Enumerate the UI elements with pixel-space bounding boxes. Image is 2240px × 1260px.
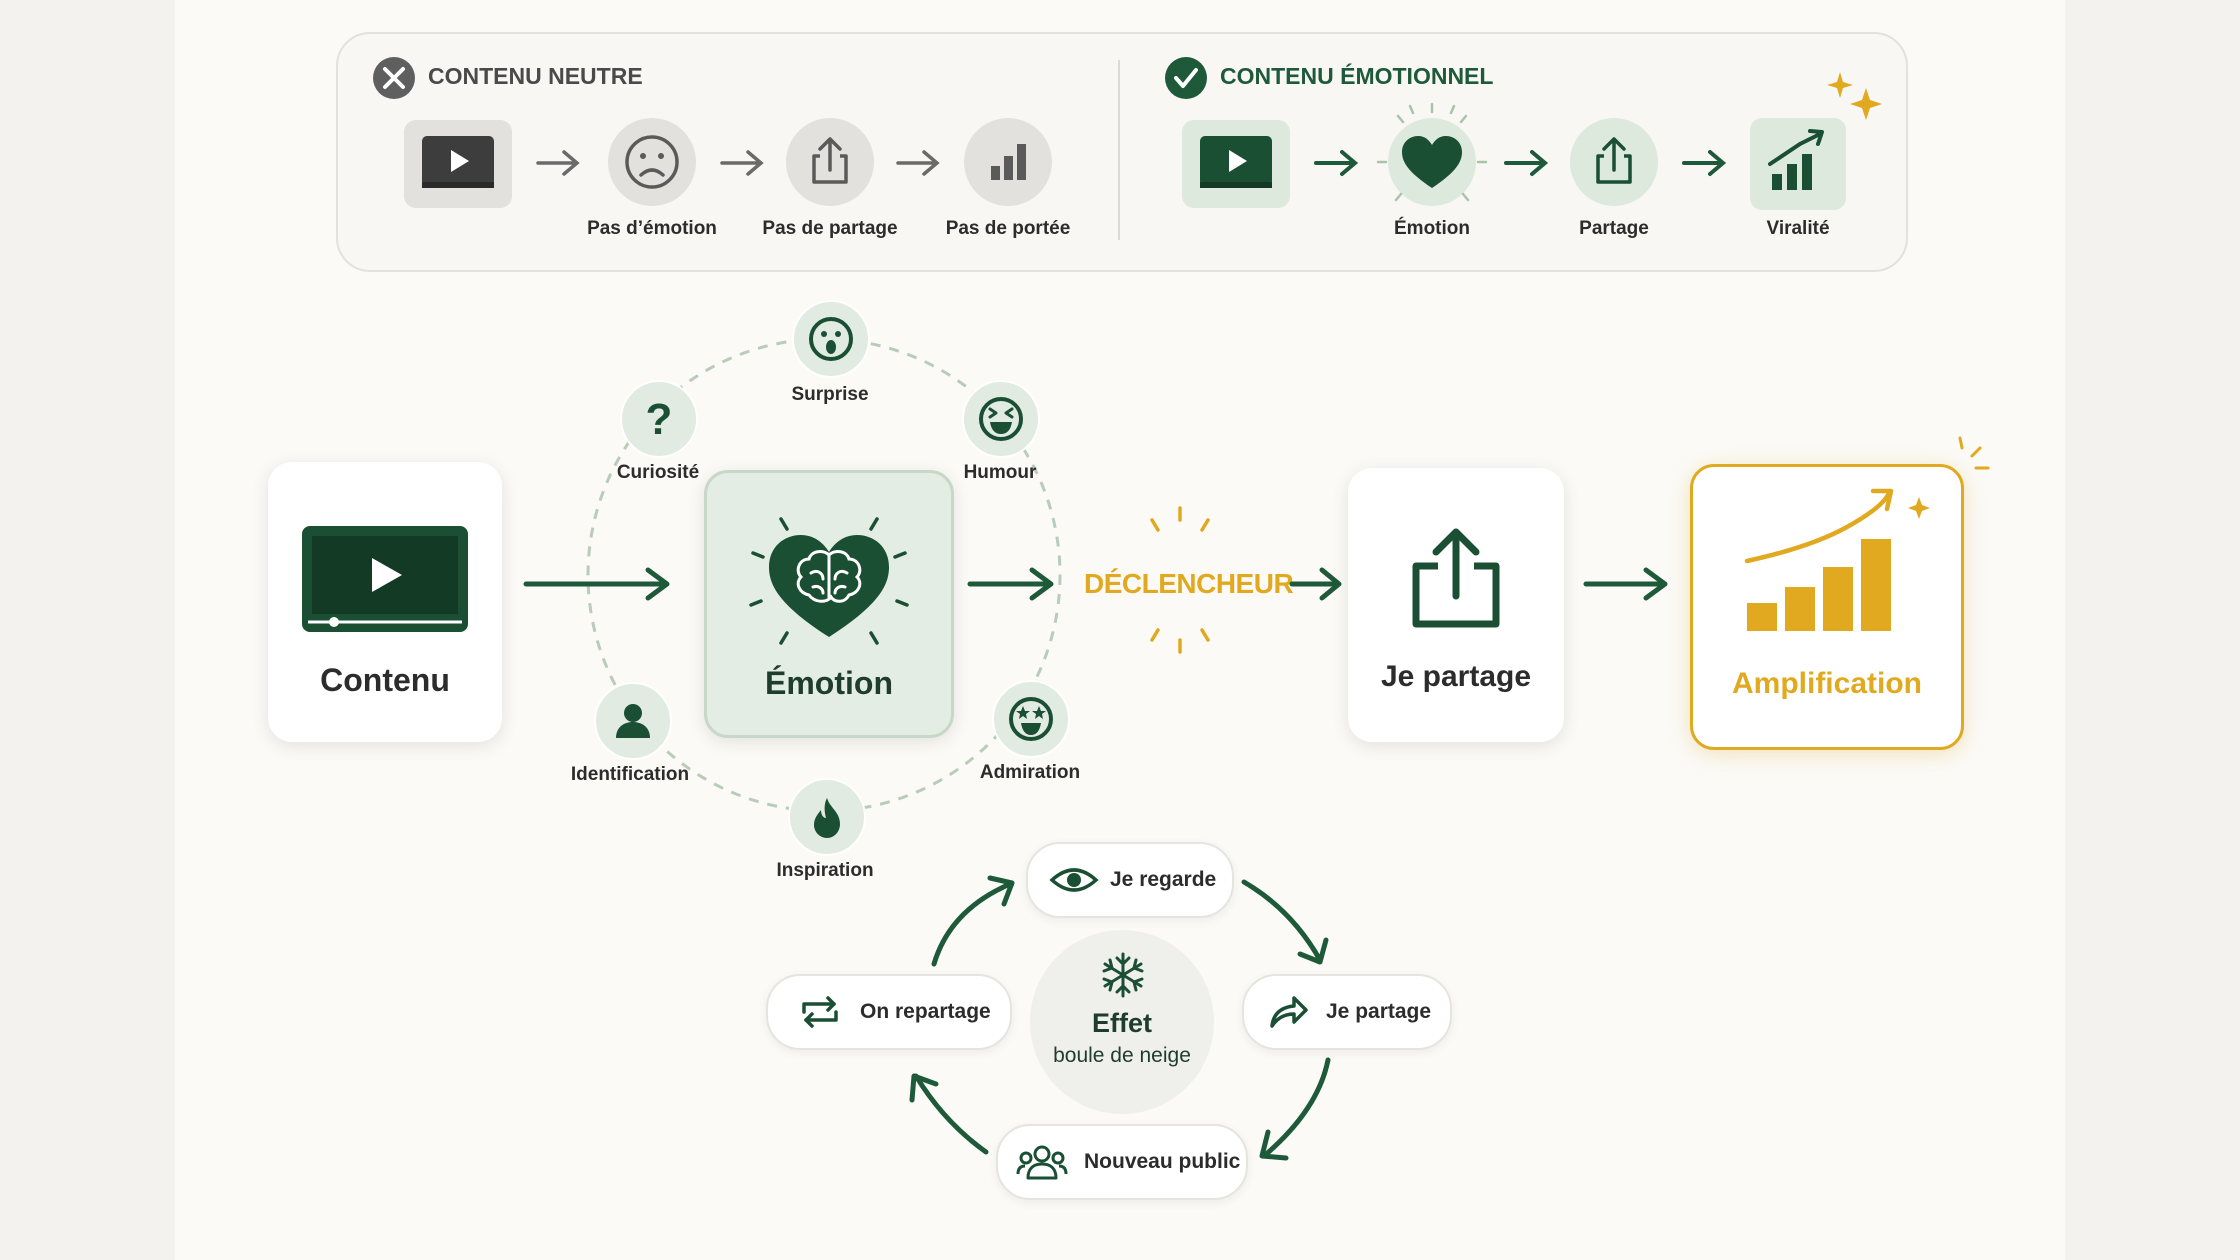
repeat-icon [802, 996, 838, 1028]
emotion-node-label: Humour [963, 462, 1037, 483]
emotion-node: ? [620, 380, 698, 458]
snowball-step: On repartage [766, 974, 1012, 1050]
eye-icon [1049, 868, 1099, 892]
arrow-icon [1504, 150, 1549, 176]
snowflake-icon [1102, 952, 1144, 998]
snowball-step: Nouveau public [996, 1124, 1248, 1200]
x-circle-icon [373, 57, 415, 99]
emotional-step-label: Émotion [1394, 218, 1470, 239]
snowball-step: Je regarde [1026, 842, 1234, 918]
video-player-icon [302, 526, 468, 632]
snowball-step: Je partage [1242, 974, 1452, 1050]
heart-brain-icon [749, 517, 909, 645]
arrow-icon [720, 150, 764, 176]
content-card: Contenu [268, 462, 502, 742]
cycle-arrows [909, 875, 1331, 1161]
video-icon [422, 136, 494, 188]
emotion-node [792, 300, 870, 378]
share-label: Je partage [1380, 660, 1532, 693]
growth-chart-icon [1768, 129, 1824, 190]
snowball-step-label: Je regarde [1110, 868, 1217, 891]
emotion-node-label: Identification [570, 764, 690, 785]
share-arrow-icon [1270, 996, 1308, 1028]
fire-icon [814, 798, 840, 838]
sparkle-icon [1827, 72, 1882, 120]
emotion-card: Émotion [704, 470, 954, 738]
snowball-subtitle: boule de neige [1053, 1044, 1191, 1067]
emotion-node [962, 380, 1040, 458]
neutral-step-label: Pas de portée [945, 218, 1071, 239]
svg-text:?: ? [646, 395, 673, 444]
emotion-node-label: Admiration [979, 762, 1081, 783]
arrow-icon [1682, 150, 1727, 176]
laughing-face-icon [979, 397, 1023, 441]
emotional-video-tile [1182, 120, 1290, 208]
emotion-node-label: Curiosité [616, 462, 700, 483]
emotional-emotion-circle [1376, 102, 1488, 206]
share-card: Je partage [1348, 468, 1564, 742]
emotion-label: Émotion [765, 665, 893, 701]
neutral-share-circle [786, 118, 874, 206]
arrow-icon [523, 567, 670, 601]
neutral-emotion-circle [608, 118, 696, 206]
check-circle-icon [1165, 57, 1207, 99]
snowball-step-label: Je partage [1326, 1000, 1432, 1023]
amplification-label: Amplification [1731, 667, 1922, 700]
star-eyes-face-icon [1009, 697, 1053, 741]
trigger-burst-icon [1150, 506, 1210, 654]
arrow-icon [1314, 150, 1359, 176]
heart-icon [1376, 102, 1488, 202]
surprise-face-icon [809, 317, 853, 361]
emotional-title: CONTENU ÉMOTIONNEL [1220, 63, 1494, 89]
emotional-step-label: Viralité [1766, 218, 1830, 239]
snowball-center: Effet boule de neige [1030, 930, 1214, 1114]
snowball-title: Effet [1092, 1008, 1152, 1038]
arrow-icon [967, 567, 1054, 601]
emotional-share-circle [1570, 118, 1658, 206]
neutral-reach-circle [964, 118, 1052, 206]
emotion-node [992, 680, 1070, 758]
emotional-virality-tile [1750, 118, 1846, 210]
amplification-card: Amplification [1690, 464, 1964, 750]
growth-chart-icon [1744, 488, 1930, 631]
arrow-icon [536, 150, 580, 176]
sparkle-rays-icon [1958, 436, 1990, 470]
arrow-icon [1289, 567, 1342, 601]
snowball-step-label: Nouveau public [1084, 1150, 1241, 1173]
emotion-node-label: Inspiration [776, 860, 874, 881]
bar-chart-icon [991, 144, 1026, 180]
share-icon [1412, 528, 1500, 628]
emotion-node [594, 682, 672, 760]
trigger-label: DÉCLENCHEUR [1084, 568, 1294, 599]
emotion-node-label: Surprise [791, 384, 869, 405]
arrow-icon [896, 150, 940, 176]
share-icon [1596, 137, 1632, 184]
emotional-step-label: Partage [1579, 218, 1649, 239]
question-mark-icon: ? [646, 395, 673, 444]
share-icon [812, 137, 848, 184]
people-icon [1016, 1145, 1068, 1180]
arrow-icon [1583, 567, 1668, 601]
panel-divider [1118, 60, 1120, 240]
person-icon [616, 704, 650, 738]
sad-face-icon [625, 135, 679, 189]
video-icon [1200, 136, 1272, 188]
content-label: Contenu [320, 662, 450, 698]
snowball-step-label: On repartage [860, 1000, 991, 1023]
neutral-step-label: Pas de partage [762, 218, 898, 239]
neutral-video-tile [404, 120, 512, 208]
neutral-step-label: Pas d’émotion [587, 218, 717, 239]
neutral-title: CONTENU NEUTRE [428, 63, 643, 89]
emotion-node [788, 778, 866, 856]
